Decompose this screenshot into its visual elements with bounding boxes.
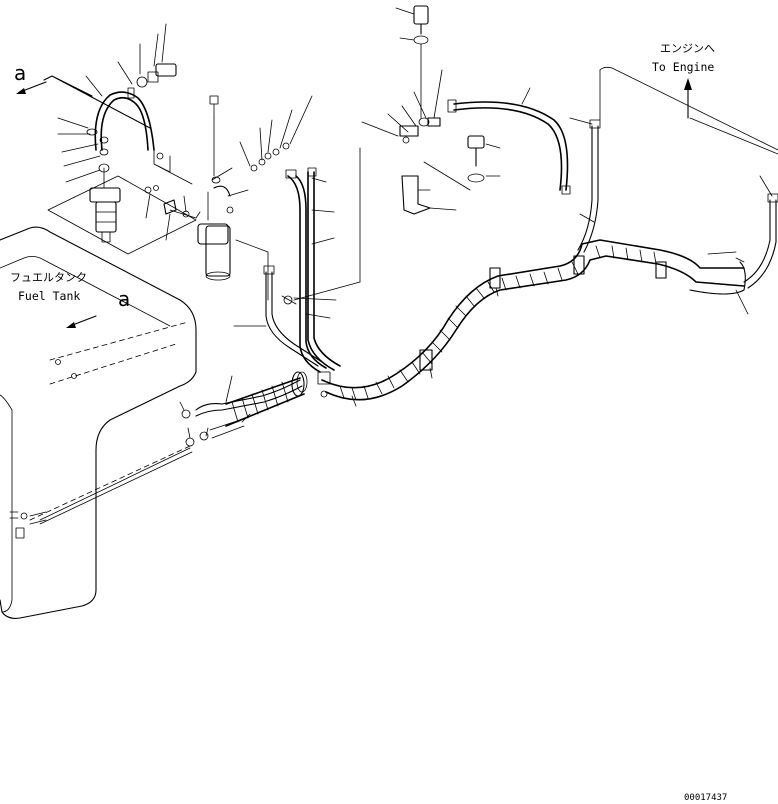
leader-lines-center	[145, 95, 313, 241]
fuel-filter-top	[43, 63, 197, 255]
up-arrow-icon	[684, 78, 692, 119]
fuel-filter-center	[144, 95, 290, 301]
fuel-tank	[0, 226, 197, 619]
view-arrow-top-icon	[16, 81, 47, 94]
fuel-tank-label-en: Fuel Tank	[18, 289, 80, 303]
engine-outline	[599, 66, 778, 155]
to-engine-label-en: To Engine	[652, 60, 714, 74]
fuel-hoses-vertical	[263, 167, 341, 373]
engine-hoses-right	[577, 119, 778, 295]
fuel-tank-label-jp: フュエルタンク	[10, 271, 87, 284]
drain-hose-guard	[181, 371, 331, 447]
view-marker-tank: a	[118, 287, 130, 311]
spiral-wrap	[339, 245, 657, 401]
view-arrow-icon	[66, 315, 97, 328]
bracket-bolt-top	[399, 5, 485, 215]
drawing-number: 00017437	[684, 793, 727, 803]
main-hose-bundle	[321, 239, 745, 407]
leader-lines-mid	[233, 147, 361, 327]
to-engine-label-jp: エンジンへ	[660, 42, 715, 55]
view-marker-top: a	[14, 61, 26, 85]
leader-lines-low	[179, 375, 251, 439]
leader-lines-top	[361, 7, 773, 315]
return-hose-upper	[447, 99, 571, 195]
leader-lines-left	[57, 23, 167, 183]
